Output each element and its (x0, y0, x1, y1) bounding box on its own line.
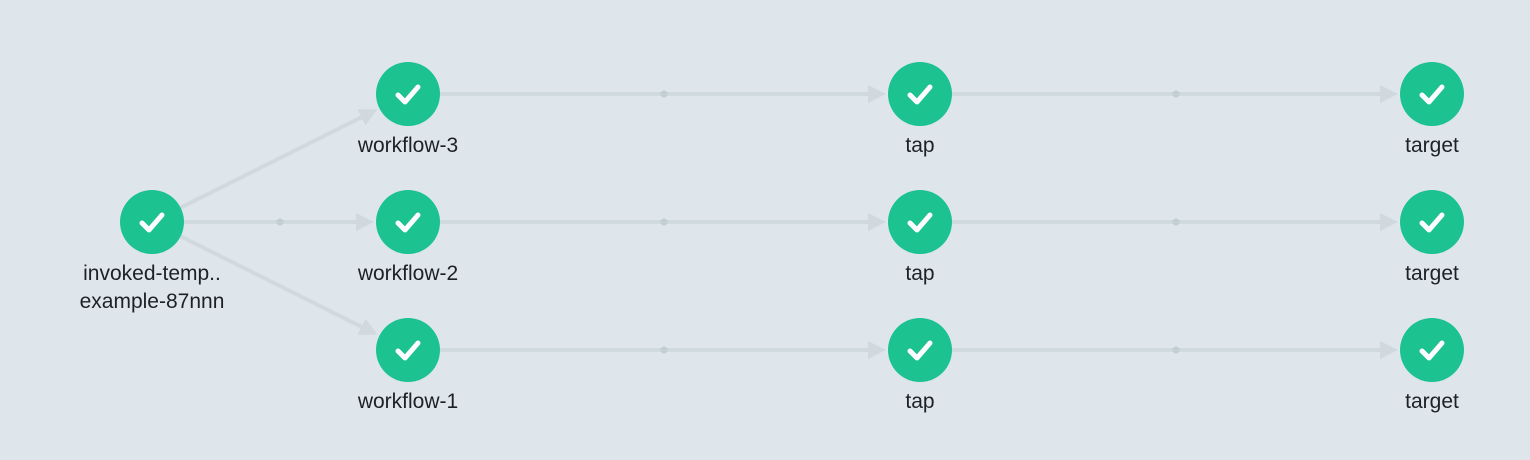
edge-wf3-to-tap3 (440, 85, 886, 103)
check-icon (395, 340, 421, 361)
node-label: workflow-2 (357, 262, 459, 285)
edge-line (179, 234, 366, 331)
graph-node-target-3[interactable]: target (1342, 62, 1522, 160)
check-icon (907, 84, 933, 105)
node-label: target (1405, 390, 1459, 413)
edge-wf1-to-tap1 (440, 341, 886, 359)
node-status-circle[interactable] (1400, 318, 1464, 382)
edge-tap1-to-target1 (952, 341, 1398, 359)
edge-arrowhead (356, 213, 374, 231)
node-label: workflow-1 (357, 390, 459, 413)
node-status-circle[interactable] (888, 190, 952, 254)
edge-arrowhead (357, 109, 378, 126)
check-icon (1419, 84, 1445, 105)
edge-midpoint-dot (1172, 346, 1180, 354)
edge-wf2-to-tap2 (440, 213, 886, 231)
graph-node-tap-2[interactable]: tap (830, 190, 1010, 288)
check-icon (907, 212, 933, 233)
node-status-circle[interactable] (376, 318, 440, 382)
edge-arrowhead (357, 318, 378, 335)
node-label: target (1405, 134, 1459, 157)
node-label: target (1405, 262, 1459, 285)
graph-node-tap-3[interactable]: tap (830, 62, 1010, 160)
edge-line (179, 113, 366, 210)
node-status-circle[interactable] (120, 190, 184, 254)
edge-midpoint-dot (1172, 90, 1180, 98)
edge-root-to-wf3 (179, 109, 378, 210)
graph-node-target-1[interactable]: target (1342, 318, 1522, 416)
node-label: tap (905, 262, 935, 285)
check-icon (1419, 212, 1445, 233)
edge-root-to-wf2 (184, 213, 374, 231)
graph-node-workflow-3[interactable]: workflow-3 (318, 62, 498, 160)
check-icon (395, 84, 421, 105)
graph-node-workflow-1[interactable]: workflow-1 (318, 318, 498, 416)
node-status-circle[interactable] (376, 62, 440, 126)
node-status-circle[interactable] (1400, 190, 1464, 254)
edge-root-to-wf1 (179, 234, 378, 335)
node-label: invoked-temp.. example-87nnn (79, 262, 225, 313)
edge-arrowhead (1380, 213, 1398, 231)
graph-node-workflow-2[interactable]: workflow-2 (318, 190, 498, 288)
graph-node-tap-1[interactable]: tap (830, 318, 1010, 416)
edge-arrowhead (868, 341, 886, 359)
node-label: tap (905, 390, 935, 413)
node-label: tap (905, 134, 935, 157)
edge-midpoint-dot (276, 218, 284, 226)
edge-midpoint-dot (660, 346, 668, 354)
check-icon (139, 212, 165, 233)
edge-tap2-to-target2 (952, 213, 1398, 231)
node-status-circle[interactable] (888, 62, 952, 126)
node-status-circle[interactable] (376, 190, 440, 254)
check-icon (395, 212, 421, 233)
edge-arrowhead (1380, 85, 1398, 103)
check-icon (907, 340, 933, 361)
edge-arrowhead (868, 213, 886, 231)
node-status-circle[interactable] (1400, 62, 1464, 126)
node-label: workflow-3 (357, 134, 459, 157)
edge-midpoint-dot (660, 218, 668, 226)
edge-midpoint-dot (1172, 218, 1180, 226)
graph-node-root[interactable]: invoked-temp.. example-87nnn (62, 190, 242, 316)
edge-midpoint-dot (660, 90, 668, 98)
graph-node-target-2[interactable]: target (1342, 190, 1522, 288)
edge-tap3-to-target3 (952, 85, 1398, 103)
edge-arrowhead (1380, 341, 1398, 359)
node-status-circle[interactable] (888, 318, 952, 382)
check-icon (1419, 340, 1445, 361)
edge-arrowhead (868, 85, 886, 103)
